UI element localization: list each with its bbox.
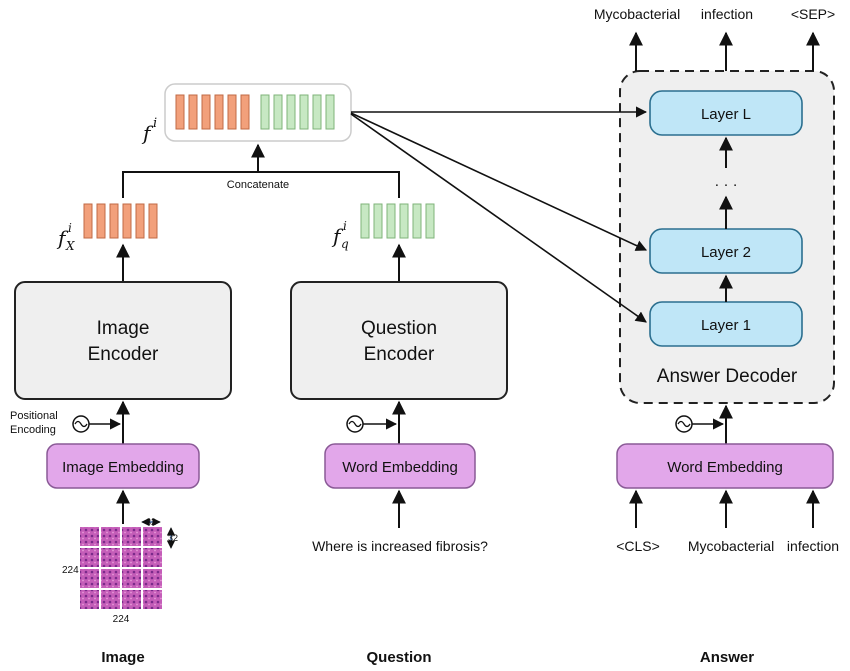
image-patch [122, 527, 141, 546]
layer-l-label: Layer L [701, 106, 751, 123]
patch-full-left-label: 224 [62, 565, 79, 576]
question-feature-sub: q [341, 237, 349, 251]
answer-decoder-label: Answer Decoder [657, 366, 798, 387]
column-label-question: Question [366, 649, 431, 666]
layer-2-label: Layer 2 [701, 244, 751, 261]
fused-feature-sup: i [153, 116, 157, 131]
image-feature-bar [109, 203, 119, 239]
fused-green-bar [260, 94, 270, 130]
image-patch [143, 527, 162, 546]
image-feature-bar [83, 203, 93, 239]
fused-feature-bars [175, 94, 335, 130]
image-feature-bar [122, 203, 132, 239]
input-token-3: infection [787, 538, 839, 554]
positional-label-2: Encoding [10, 424, 56, 436]
image-patch [143, 548, 162, 567]
fused-orange-bar [240, 94, 250, 130]
question-embedding-label: Word Embedding [342, 459, 458, 476]
fused-orange-bar [188, 94, 198, 130]
image-patch [143, 590, 162, 609]
image-patch-grid [80, 527, 162, 609]
layer-ellipsis: · · · [714, 176, 737, 193]
question-encoder-label-1: Question [361, 318, 437, 339]
image-encoder-label-2: Encoder [88, 344, 159, 365]
patch-full-bottom-label: 224 [113, 614, 130, 625]
image-feature-sup: i [68, 221, 72, 235]
concat-connector [122, 171, 400, 198]
fused-to-layer-1-arrow [350, 113, 647, 323]
image-encoder-box [14, 281, 232, 400]
image-patch [122, 590, 141, 609]
answer-embedding-box [616, 443, 834, 489]
patch-small-h-label: 32 [146, 517, 156, 527]
fused-to-layer-2-arrow [350, 112, 648, 251]
image-patch [122, 569, 141, 588]
input-token-1: <CLS> [616, 538, 660, 554]
layer-1-label: Layer 1 [701, 317, 751, 334]
fused-orange-bar [214, 94, 224, 130]
image-patch [80, 590, 99, 609]
positional-label-1: Positional [10, 410, 58, 422]
image-feature-bar [135, 203, 145, 239]
answer-embedding-label: Word Embedding [667, 459, 783, 476]
question-feature-bar [373, 203, 383, 239]
fused-green-bar [325, 94, 335, 130]
question-encoder-label-2: Encoder [364, 344, 435, 365]
image-feature-sub: X [65, 239, 75, 253]
image-embedding-label: Image Embedding [62, 459, 184, 476]
image-patch [80, 527, 99, 546]
image-encoder-label-1: Image [97, 318, 150, 339]
question-positional-wave [348, 420, 362, 428]
question-feature-bar [399, 203, 409, 239]
image-patch [143, 569, 162, 588]
image-patch [101, 527, 120, 546]
fused-orange-bar [227, 94, 237, 130]
fused-green-bar [286, 94, 296, 130]
fused-green-bar [312, 94, 322, 130]
fused-orange-bar [201, 94, 211, 130]
question-feature-bar [412, 203, 422, 239]
image-patch [80, 569, 99, 588]
output-token-3: <SEP> [791, 6, 835, 22]
column-label-image: Image [101, 649, 144, 666]
input-token-2: Mycobacterial [688, 538, 774, 554]
column-label-answer: Answer [700, 649, 754, 666]
question-feature-sup: i [343, 219, 347, 233]
answer-positional-wave [677, 420, 691, 428]
question-embedding-box [324, 443, 476, 489]
question-feature-bar [360, 203, 370, 239]
image-embedding-box [46, 443, 200, 489]
image-feature-bar [148, 203, 158, 239]
image-feature-bars [83, 203, 158, 239]
output-token-2: infection [701, 6, 753, 22]
question-feature-bar [386, 203, 396, 239]
image-feature-bar [96, 203, 106, 239]
image-patch [101, 590, 120, 609]
question-text: Where is increased fibrosis? [312, 538, 488, 554]
fused-green-bar [273, 94, 283, 130]
image-positional-wave [74, 420, 88, 428]
image-patch [80, 548, 99, 567]
layer-l-box [649, 90, 803, 136]
patch-small-v-label: 32 [168, 533, 178, 543]
question-feature-bar [425, 203, 435, 239]
fused-orange-bar [175, 94, 185, 130]
question-encoder-box [290, 281, 508, 400]
fused-green-bar [299, 94, 309, 130]
concatenate-label: Concatenate [227, 179, 289, 191]
image-patch [101, 548, 120, 567]
image-patch [101, 569, 120, 588]
question-feature-bars [360, 203, 435, 239]
output-token-1: Mycobacterial [594, 6, 680, 22]
image-patch [122, 548, 141, 567]
